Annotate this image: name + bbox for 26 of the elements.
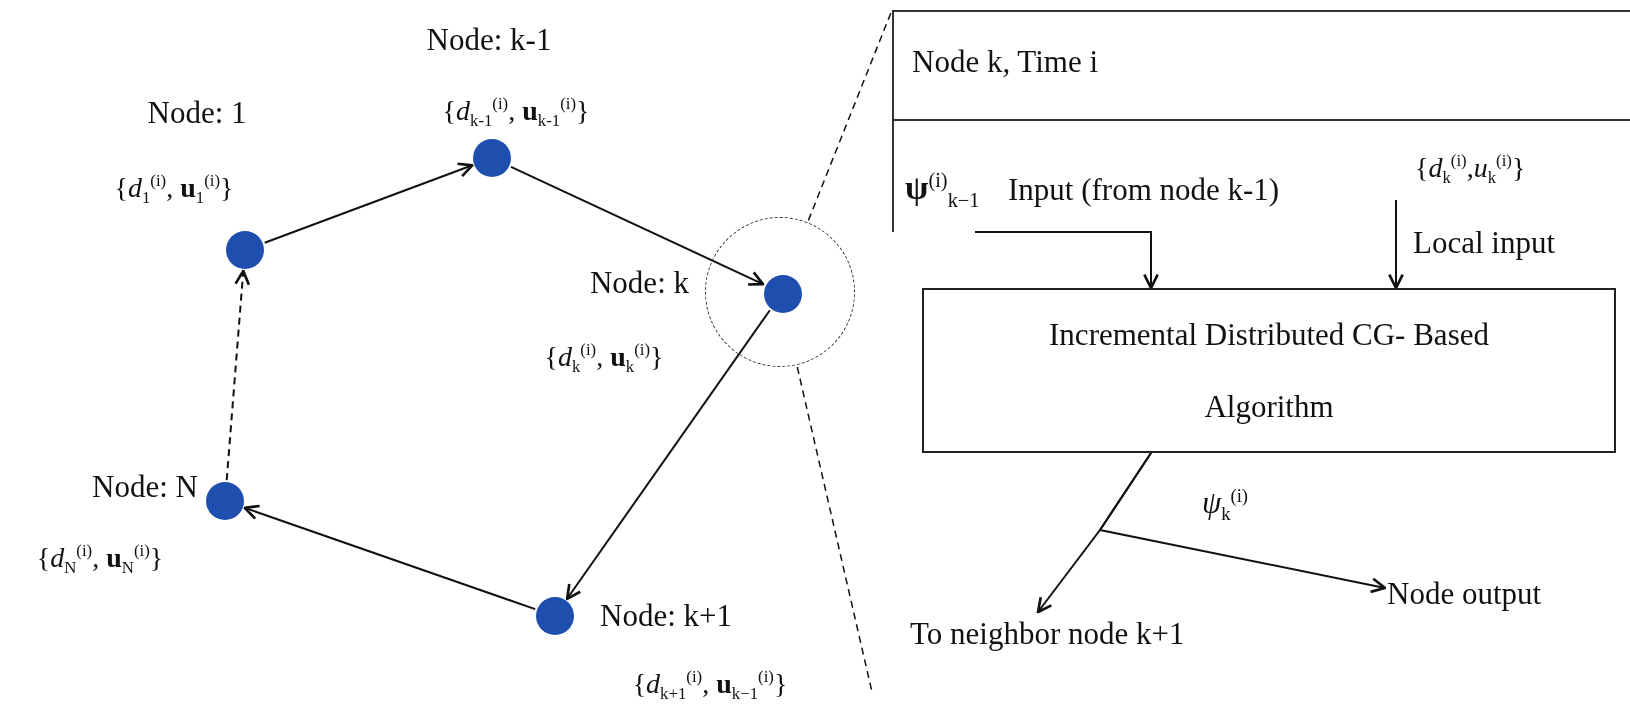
node-data-label: {d$_{k+1}$$^{(i)}$, u$_{k−1}$$^{(i)}$}: [632, 668, 788, 704]
node-label: Node: N: [92, 469, 198, 505]
arrow: [263, 162, 474, 244]
node-text: Input (from node k-1): [1008, 172, 1280, 208]
node-data-label: {d$_{k-1}$$^{(i)}$, u$_{k-1}$$^{(i)}$}: [442, 95, 590, 131]
arrow: [565, 309, 771, 601]
node-text: To neighbor node k+1: [910, 616, 1185, 652]
arrow: [974, 231, 1159, 290]
node-data-label: {d$_{k}$$^{(i)}$, u$_{k}$$^{(i)}$}: [544, 341, 664, 377]
zoom-line: [796, 366, 873, 693]
node-data-label: {d$_{1}$$^{(i)}$, u$_{1}$$^{(i)}$}: [114, 172, 234, 208]
panel-title: Node k, Time i: [912, 44, 1099, 80]
node-label: Node: k+1: [600, 598, 732, 634]
node-text: {d$_{k}$$^{(i)}$,u$_{k}$$^{(i)}$}: [1415, 152, 1526, 188]
arrow: [1388, 199, 1404, 290]
arrow: [243, 504, 537, 611]
node-label: Node: k: [590, 265, 689, 301]
node-text: Node output: [1387, 576, 1542, 612]
arrow: [225, 269, 251, 482]
process-box: Incremental Distributed CG- Based Algorithm: [922, 288, 1616, 453]
node-label: Node: 1: [147, 95, 247, 131]
arrow: [1098, 452, 1387, 594]
node-data-label: {d$_{N}$$^{(i)}$, u$_{N}$$^{(i)}$}: [36, 542, 164, 578]
node-label: Node: k-1: [426, 22, 552, 58]
panel-header: [892, 10, 1630, 121]
arrow: [510, 165, 765, 286]
